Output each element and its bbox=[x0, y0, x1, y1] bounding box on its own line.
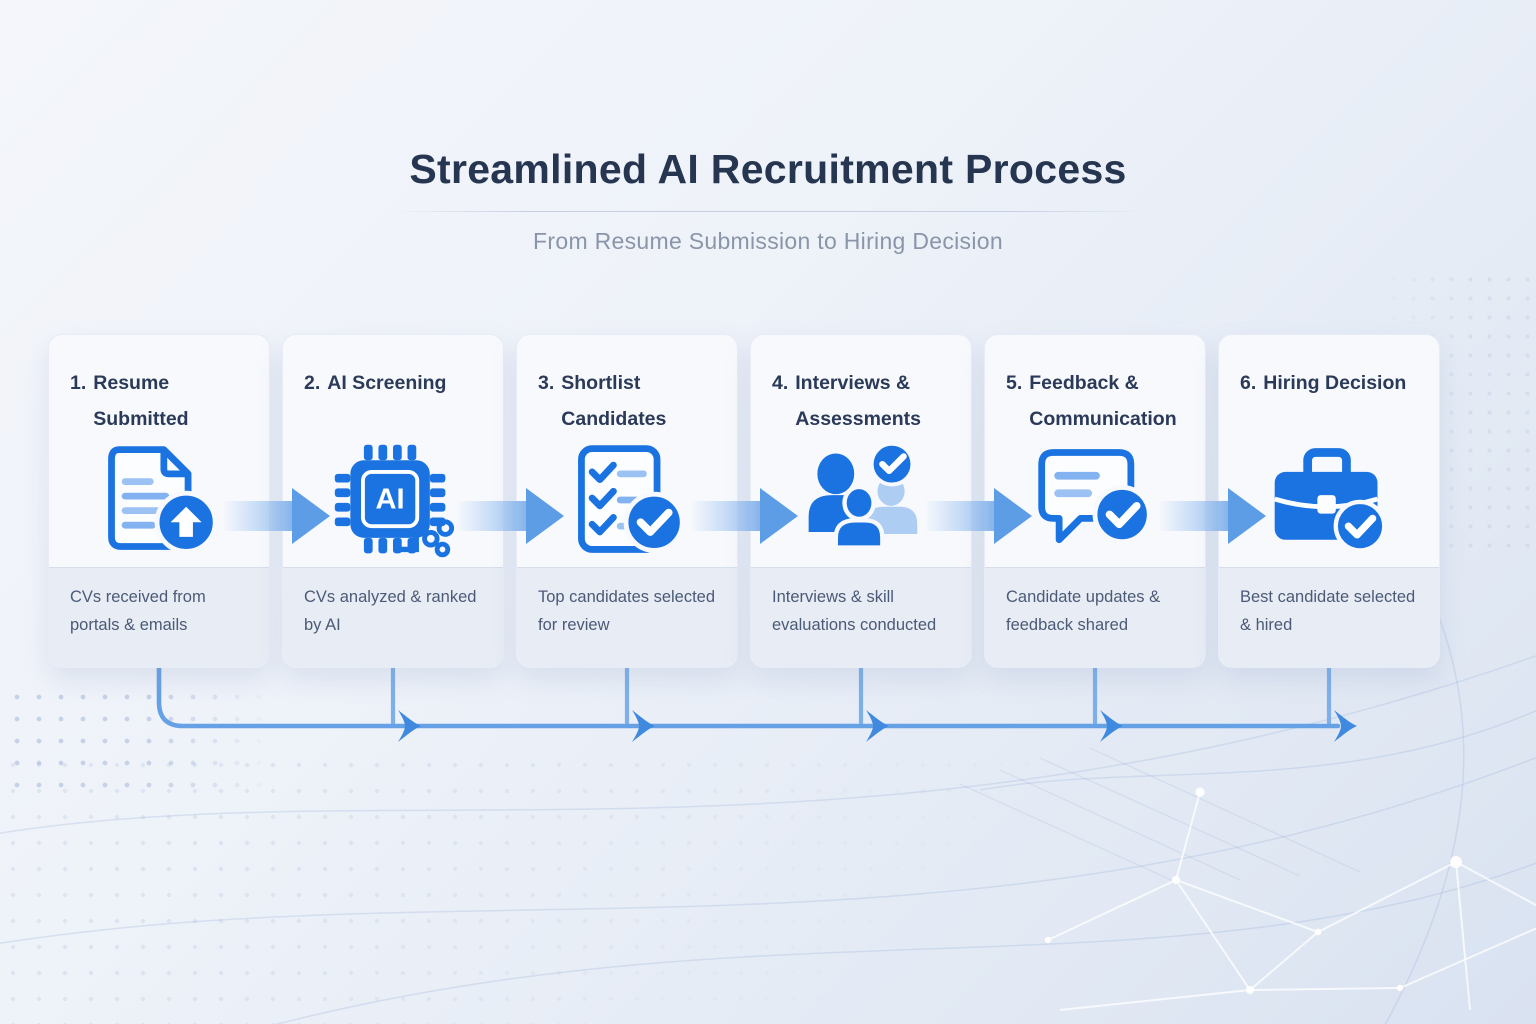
step-title: 5. Feedback & Communication bbox=[985, 335, 1205, 439]
people-check-icon bbox=[751, 439, 971, 567]
checklist-check-icon bbox=[517, 439, 737, 567]
step-title-text: AI Screening bbox=[327, 372, 447, 394]
step-title-text: Feedback & Communication bbox=[1029, 372, 1177, 431]
title-divider bbox=[388, 211, 1148, 212]
page-subtitle: From Resume Submission to Hiring Decisio… bbox=[533, 228, 1003, 254]
svg-text:AI: AI bbox=[376, 484, 405, 516]
step-number: 6. bbox=[1240, 372, 1257, 394]
header: Streamlined AI Recruitment Process From … bbox=[0, 0, 1536, 255]
step-arrow-2-3 bbox=[458, 488, 564, 544]
arrow-head bbox=[1228, 488, 1266, 544]
step-title-text: Shortlist Candidates bbox=[561, 372, 667, 431]
step-number: 5. bbox=[1006, 372, 1023, 394]
step-number: 2. bbox=[304, 372, 321, 394]
step-description: Interviews & skill evaluations conducted bbox=[751, 567, 971, 667]
step-title-text: Hiring Decision bbox=[1263, 372, 1407, 394]
step-description: CVs received from portals & emails bbox=[49, 567, 269, 667]
step-description: Best candidate selected & hired bbox=[1219, 567, 1439, 667]
arrow-head bbox=[760, 488, 798, 544]
step-description: CVs analyzed & ranked by AI bbox=[283, 567, 503, 667]
step-title: 4. Interviews & Assessments bbox=[751, 335, 971, 439]
step-title: 2. AI Screening bbox=[283, 335, 503, 439]
resume-upload-icon bbox=[49, 439, 269, 567]
step-title-text: Resume Submitted bbox=[93, 372, 189, 431]
step-title: 6. Hiring Decision bbox=[1219, 335, 1439, 439]
ai-chip-icon: AI bbox=[283, 439, 503, 567]
step-number: 1. bbox=[70, 372, 87, 394]
step-arrow-5-6 bbox=[1160, 488, 1266, 544]
step-title: 3. Shortlist Candidates bbox=[517, 335, 737, 439]
page-title: Streamlined AI Recruitment Process bbox=[409, 146, 1127, 192]
chat-check-icon bbox=[985, 439, 1205, 567]
step-description: Candidate updates & feedback shared bbox=[985, 567, 1205, 667]
step-arrow-1-2 bbox=[224, 488, 330, 544]
briefcase-check-icon bbox=[1219, 439, 1439, 567]
step-card-4: 4. Interviews & Assessments bbox=[750, 334, 972, 668]
step-arrow-3-4 bbox=[692, 488, 798, 544]
step-card-2: 2. AI Screening AI bbox=[282, 334, 504, 668]
arrow-head bbox=[526, 488, 564, 544]
arrow-head bbox=[994, 488, 1032, 544]
step-number: 4. bbox=[772, 372, 789, 394]
step-number: 3. bbox=[538, 372, 555, 394]
step-description: Top candidates selected for review bbox=[517, 567, 737, 667]
step-arrow-4-5 bbox=[926, 488, 1032, 544]
arrow-head bbox=[292, 488, 330, 544]
step-cards-row: 1. Resume Submitted CVs recei bbox=[48, 334, 1440, 668]
step-title-text: Interviews & Assessments bbox=[795, 372, 922, 431]
step-title: 1. Resume Submitted bbox=[49, 335, 269, 439]
